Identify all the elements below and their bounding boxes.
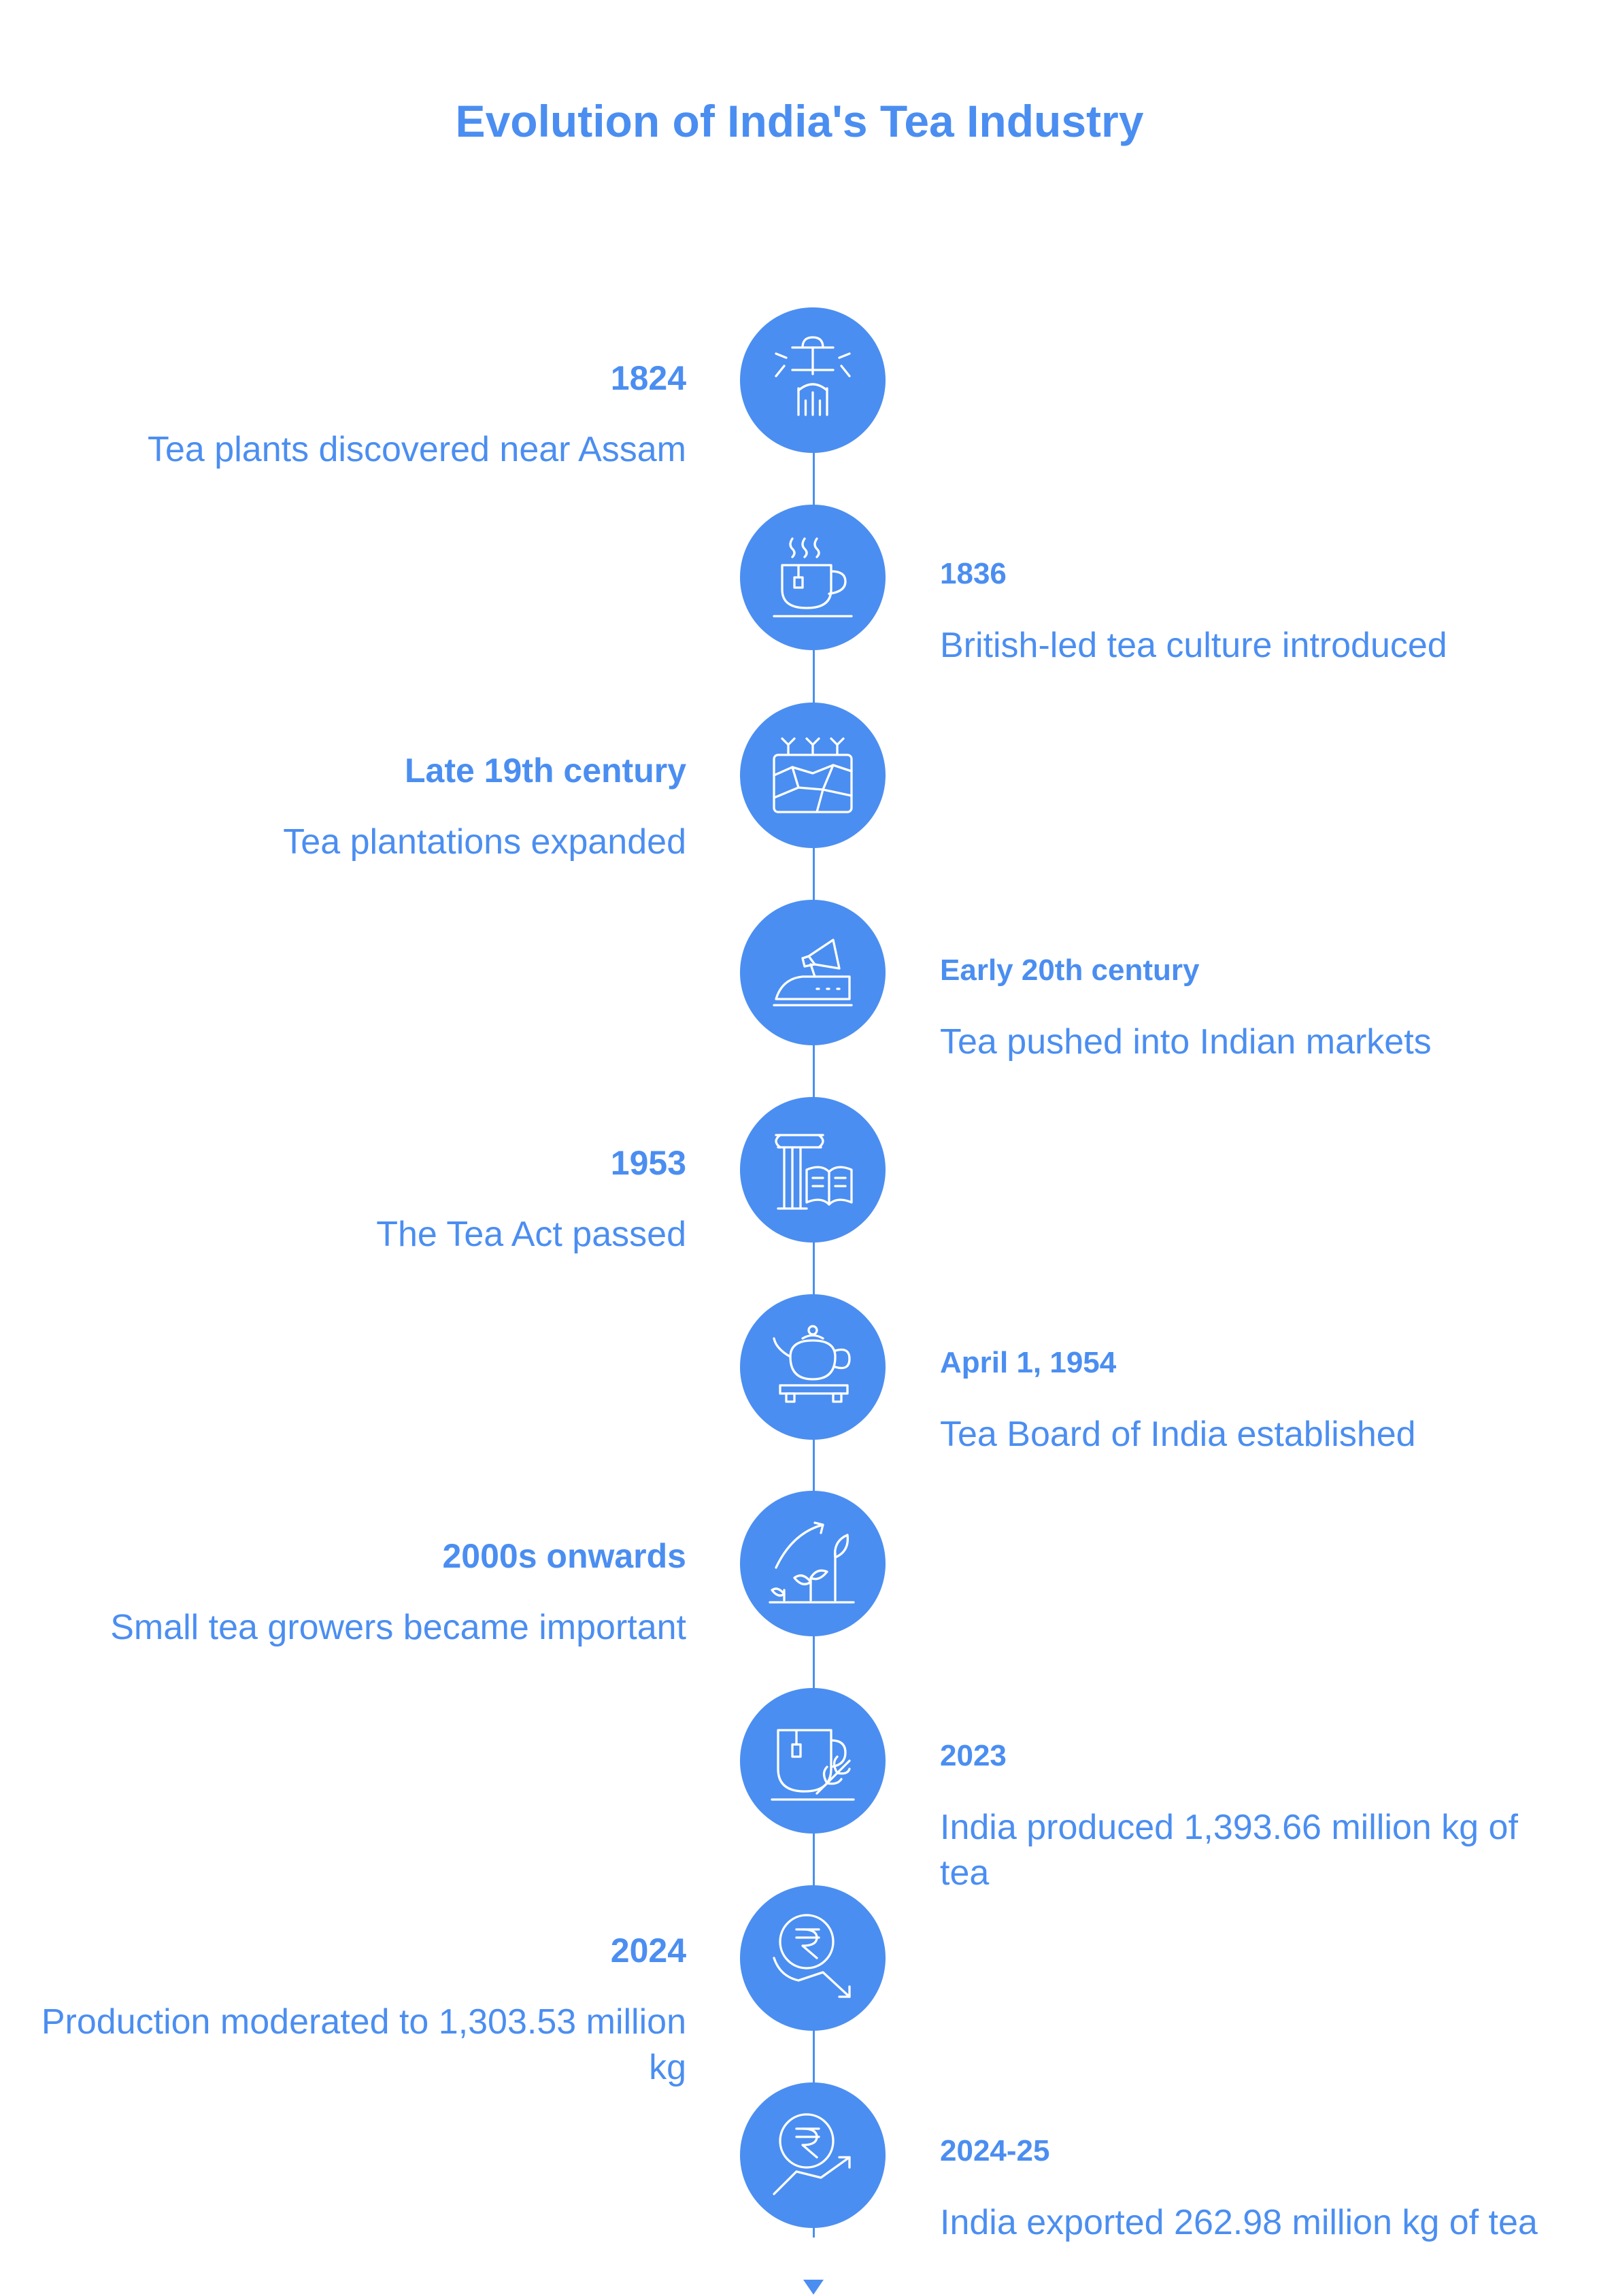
event-year: 1953 <box>610 1144 686 1182</box>
event-description: Production moderated to 1,303.53 million… <box>41 2002 686 2087</box>
event-year: 2023 <box>940 1739 1007 1772</box>
timeline-node-1953 <box>740 1097 886 1243</box>
tea-cup-icon <box>773 537 853 618</box>
event-description: Tea plantations expanded <box>283 822 686 862</box>
timeline-node-2024-25 <box>740 2082 886 2228</box>
timeline-event-early-20th-century: Early 20th century Tea pushed into India… <box>940 950 1566 1065</box>
tea-cup-leaf-icon <box>771 1729 855 1801</box>
timeline-node-1824 <box>740 307 886 453</box>
explorer-icon <box>775 336 851 416</box>
event-year: Late 19th century <box>404 752 686 790</box>
event-description: The Tea Act passed <box>376 1215 686 1254</box>
event-description: Tea plants discovered near Assam <box>148 430 686 469</box>
event-year: 2024-25 <box>940 2134 1050 2167</box>
event-year: April 1, 1954 <box>940 1346 1117 1379</box>
event-year: 1836 <box>940 557 1007 590</box>
growing-plants-icon <box>769 1521 855 1604</box>
timeline-node-1836 <box>740 505 886 650</box>
event-year: 2000s onwards <box>442 1537 686 1575</box>
event-description: Tea Board of India established <box>940 1415 1416 1454</box>
event-year: 2024 <box>610 1931 686 1970</box>
timeline-node-2023 <box>740 1688 886 1834</box>
megaphone-train-icon <box>773 939 853 1007</box>
plantation-field-icon <box>773 737 853 813</box>
timeline-node-april-1-1954 <box>740 1294 886 1440</box>
timeline-node-2024 <box>740 1885 886 2031</box>
teapot-tray-icon <box>773 1325 851 1403</box>
timeline-event-2024-25: 2024-25 India exported 262.98 million kg… <box>940 2131 1566 2246</box>
timeline-event-1824: 1824 Tea plants discovered near Assam <box>33 358 686 473</box>
event-description: India exported 262.98 million kg of tea <box>940 2203 1538 2242</box>
timeline-event-late-19th-century: Late 19th century Tea plantations expand… <box>33 750 686 865</box>
rupee-down-trend-icon <box>773 1914 851 1998</box>
event-year: Early 20th century <box>940 953 1200 987</box>
timeline-node-early-20th-century <box>740 900 886 1045</box>
event-year: 1824 <box>610 359 686 397</box>
event-description: India produced 1,393.66 million kg of te… <box>940 1808 1518 1893</box>
event-description: Tea pushed into Indian markets <box>940 1022 1432 1062</box>
event-description: British-led tea culture introduced <box>940 626 1447 665</box>
timeline-node-2000s-onwards <box>740 1491 886 1636</box>
timeline-event-1836: 1836 British-led tea culture introduced <box>940 554 1566 669</box>
pillar-law-book-icon <box>775 1134 853 1210</box>
timeline-event-2024: 2024 Production moderated to 1,303.53 mi… <box>33 1930 686 2091</box>
rupee-up-trend-icon <box>773 2113 851 2195</box>
timeline-node-late-19th-century <box>740 703 886 848</box>
page-title: Evolution of India's Tea Industry <box>455 96 1144 146</box>
timeline-event-2023: 2023 India produced 1,393.66 million kg … <box>940 1736 1566 1896</box>
timeline-arrow-icon <box>803 2280 824 2295</box>
timeline-event-april-1-1954: April 1, 1954 Tea Board of India establi… <box>940 1343 1566 1457</box>
timeline-event-1953: 1953 The Tea Act passed <box>33 1143 686 1257</box>
event-description: Small tea growers became important <box>110 1608 686 1647</box>
timeline-event-2000s-onwards: 2000s onwards Small tea growers became i… <box>33 1536 686 1651</box>
